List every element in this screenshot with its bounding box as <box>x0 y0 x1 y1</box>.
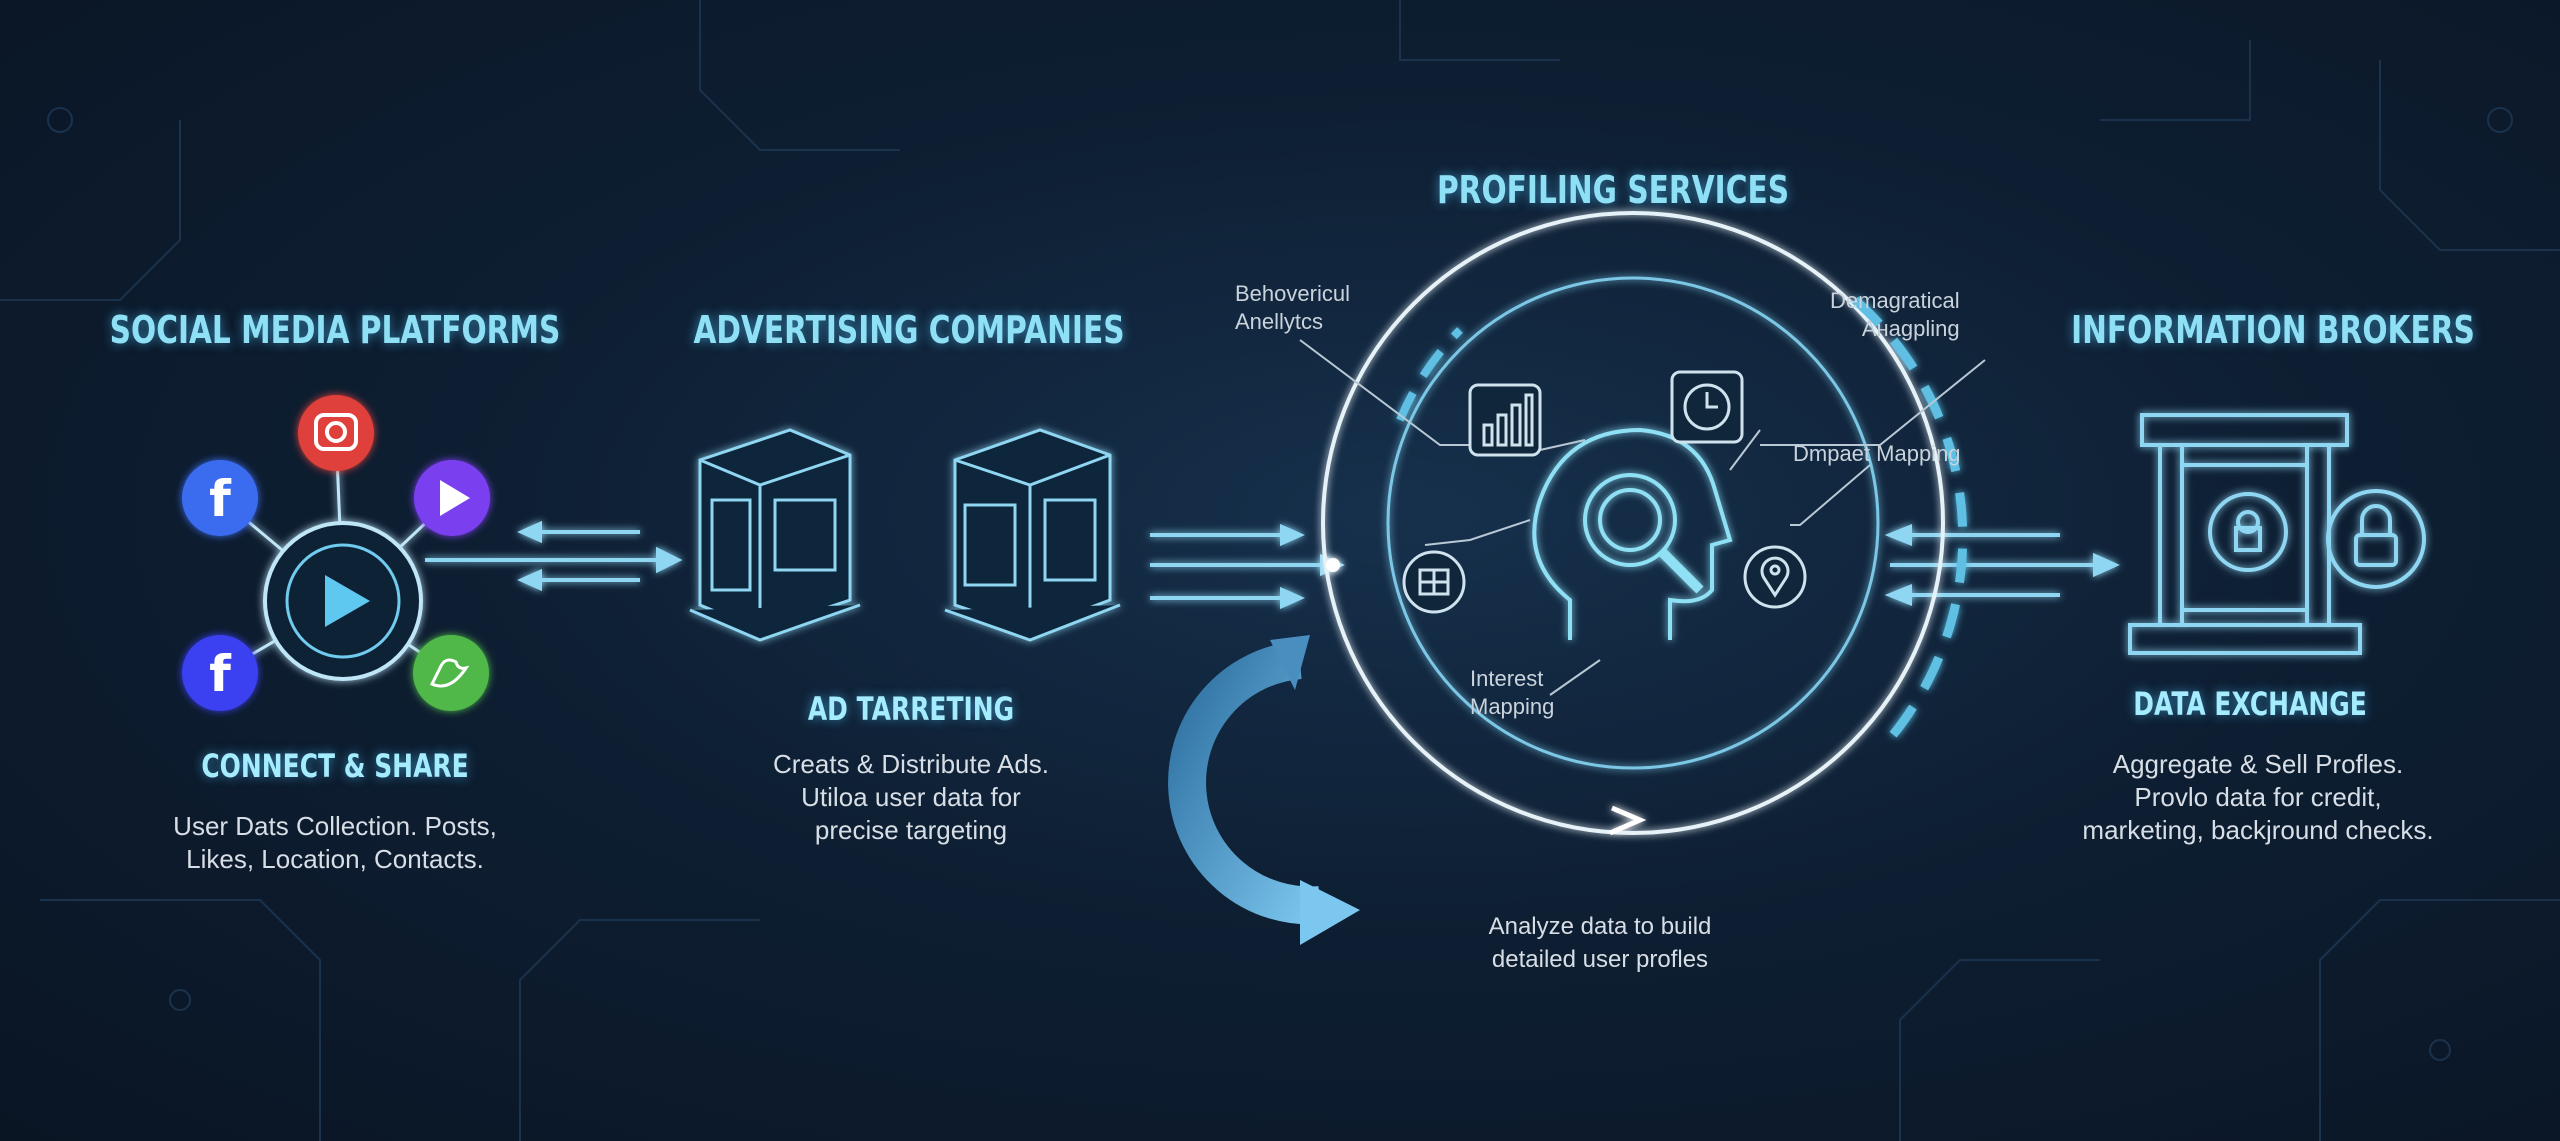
location-pin-icon <box>1743 545 1807 609</box>
play-icon <box>325 575 370 627</box>
instagram-icon <box>298 395 374 471</box>
data-exchange-subtitle: DATA EXCHANGE <box>2133 685 2367 723</box>
label-line: Demagratical <box>1830 288 1960 313</box>
play-circle-icon <box>414 460 490 536</box>
description-line: Aggregate & Sell Profles. <box>2112 749 2404 779</box>
description-line: Likes, Location, Contacts. <box>186 844 484 874</box>
head-search-icon <box>1532 427 1733 640</box>
description-line: Utiloa user data for <box>801 782 1021 812</box>
description-line: marketing, backjround checks. <box>2082 815 2434 845</box>
social-hub <box>219 432 454 681</box>
profiling-wheel <box>1321 211 1968 836</box>
advertising-description: Creats & Distribute Ads. Utiloa user dat… <box>773 748 1049 847</box>
ad-targeting-subtitle: AD TARRETING <box>807 690 1015 728</box>
description-line: precise targeting <box>814 815 1008 845</box>
ad-server-icon <box>944 428 1121 642</box>
facebook-icon: f <box>182 460 258 536</box>
label-line: Behovericul <box>1235 281 1350 306</box>
lock-icon <box>2326 489 2426 589</box>
data-flow-arrows <box>425 520 2120 610</box>
social-description: User Dats Collection. Posts, Likes, Loca… <box>173 810 497 876</box>
svg-text:f: f <box>209 470 232 528</box>
ad-server-icon <box>689 428 861 642</box>
social-media-title: SOCIAL MEDIA PLATFORMS <box>109 308 561 352</box>
advertising-title: ADVERTISING COMPANIES <box>693 308 1125 352</box>
grid-chart-icon <box>1402 550 1466 614</box>
cycle-arrow-icon <box>1168 641 1322 925</box>
behavioral-analytics-label: Behovericul Anellytcs <box>1235 280 1350 336</box>
bar-chart-icon <box>1468 383 1542 457</box>
connector-lines <box>1299 339 1986 696</box>
clock-icon <box>1670 370 1744 444</box>
demographic-mapping-label: Demagratical Aнagpling <box>1830 287 1960 343</box>
label-line: Anellytcs <box>1235 309 1324 334</box>
description-line: Analyze data to build <box>1488 913 1712 940</box>
description-line: Creats & Distribute Ads. <box>773 749 1049 779</box>
description-line: User Dats Collection. Posts, <box>173 811 497 841</box>
label-line: Aнagpling <box>1861 316 1960 341</box>
description-line: detailed user profles <box>1491 946 1709 973</box>
information-brokers-title: INFORMATION BROKERS <box>2071 308 2475 352</box>
profiling-title: PROFILING SERVICES <box>1436 168 1790 212</box>
interest-mapping-label: Interest Mapping <box>1470 665 1554 721</box>
description-line: Provlo data for credit, <box>2134 782 2382 812</box>
dataset-mapping-label: Dmpaet Mapping <box>1793 441 1961 466</box>
facebook-icon: f <box>182 635 258 711</box>
connect-share-subtitle: CONNECT & SHARE <box>201 747 469 785</box>
twitter-icon <box>413 635 489 711</box>
svg-text:f: f <box>209 645 232 703</box>
label-line: Mapping <box>1470 694 1555 719</box>
data-vault-icon <box>2128 413 2362 655</box>
brokers-description: Aggregate & Sell Profles. Provlo data fo… <box>2082 748 2433 847</box>
profiling-description: Analyze data to build detailed user prof… <box>1489 910 1712 976</box>
label-line: Interest <box>1470 666 1544 691</box>
